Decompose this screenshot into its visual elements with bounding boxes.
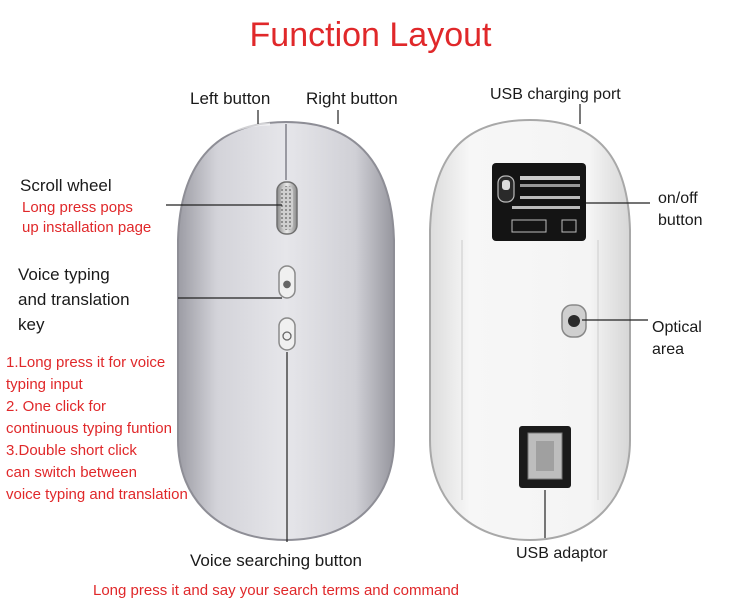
note-scroll-2: up installation page — [22, 219, 152, 236]
label-usb-port: USB charging port — [490, 86, 621, 103]
mouse-top-view: ● — [177, 120, 395, 542]
note-scroll-1: Long press pops — [22, 199, 133, 216]
voice-note: can switch between — [6, 464, 137, 481]
voice-note: 1.Long press it for voice — [6, 354, 166, 371]
label-scroll-wheel: Scroll wheel — [20, 176, 112, 195]
label-usb-adaptor: USB adaptor — [516, 545, 608, 562]
voice-note: voice typing and translation — [6, 486, 188, 503]
leader-lines — [166, 104, 650, 542]
label-optical-2: area — [652, 341, 685, 358]
label-left-button: Left button — [190, 89, 271, 108]
label-right-button: Right button — [306, 89, 398, 108]
label-voice-key-1: Voice typing — [18, 265, 110, 284]
label-voice-key-2: and translation — [18, 290, 130, 309]
label-voice-key-3: key — [18, 315, 45, 334]
svg-text:●: ● — [283, 279, 292, 290]
label-onoff-2: button — [658, 212, 703, 229]
note-voice-search: Long press it and say your search terms … — [93, 582, 460, 599]
voice-note: 2. One click for — [6, 398, 107, 415]
label-optical-1: Optical — [652, 319, 702, 336]
voice-note: continuous typing funtion — [6, 420, 172, 437]
mouse-bottom-view — [429, 118, 631, 542]
voice-search-key — [278, 317, 296, 351]
page-title: Function Layout — [249, 16, 492, 54]
label-voice-search: Voice searching button — [190, 551, 363, 570]
label-onoff-1: on/off — [658, 190, 698, 207]
voice-note: typing input — [6, 376, 83, 393]
voice-typing-key — [278, 265, 296, 299]
voice-note: 3.Double short click — [6, 442, 137, 459]
